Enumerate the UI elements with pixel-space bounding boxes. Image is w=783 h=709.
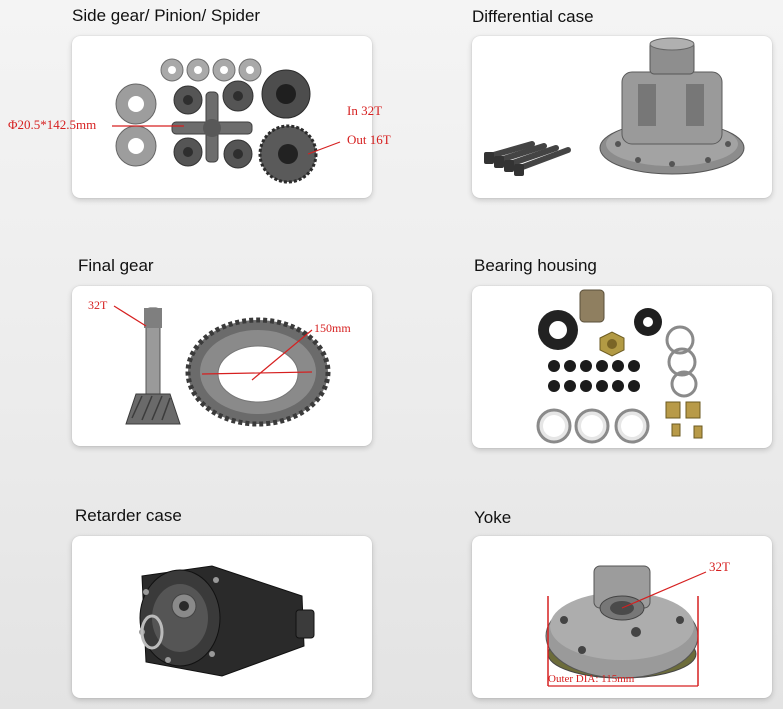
section-title-side-gear: Side gear/ Pinion/ Spider	[72, 6, 261, 25]
final-gear-photo	[113, 305, 331, 427]
retarder-case-photo	[139, 565, 315, 677]
product-card-retarder-case[interactable]	[72, 536, 372, 698]
yoke-teeth-label: 32T	[709, 559, 730, 574]
section-title-bearing-housing: Bearing housing	[474, 256, 597, 275]
section-title-differential-case: Differential case	[472, 7, 594, 26]
side-gear-photo	[112, 58, 341, 184]
product-card-side-gear[interactable]	[72, 36, 372, 198]
section-title-retarder-case: Retarder case	[75, 506, 182, 525]
yoke-photo	[545, 565, 707, 687]
outer-teeth-label: Out 16T	[347, 132, 391, 147]
product-card-yoke[interactable]	[472, 536, 772, 698]
section-title-yoke: Yoke	[474, 508, 512, 527]
bearing-housing-photo	[536, 289, 703, 444]
final-gear-diameter-label: 150mm	[314, 321, 351, 335]
product-card-bearing-housing[interactable]	[472, 286, 772, 448]
dimension-label: Φ20.5*142.5mm	[8, 117, 97, 132]
differential-case-photo	[484, 37, 745, 176]
final-gear-teeth-label: 32T	[88, 298, 108, 312]
yoke-outer-dia-label: Outer DIA: 115mm	[548, 673, 635, 685]
product-card-final-gear[interactable]	[72, 286, 372, 446]
inner-teeth-label: In 32T	[347, 103, 383, 118]
product-card-differential-case[interactable]	[472, 36, 772, 198]
section-title-final-gear: Final gear	[78, 256, 154, 275]
